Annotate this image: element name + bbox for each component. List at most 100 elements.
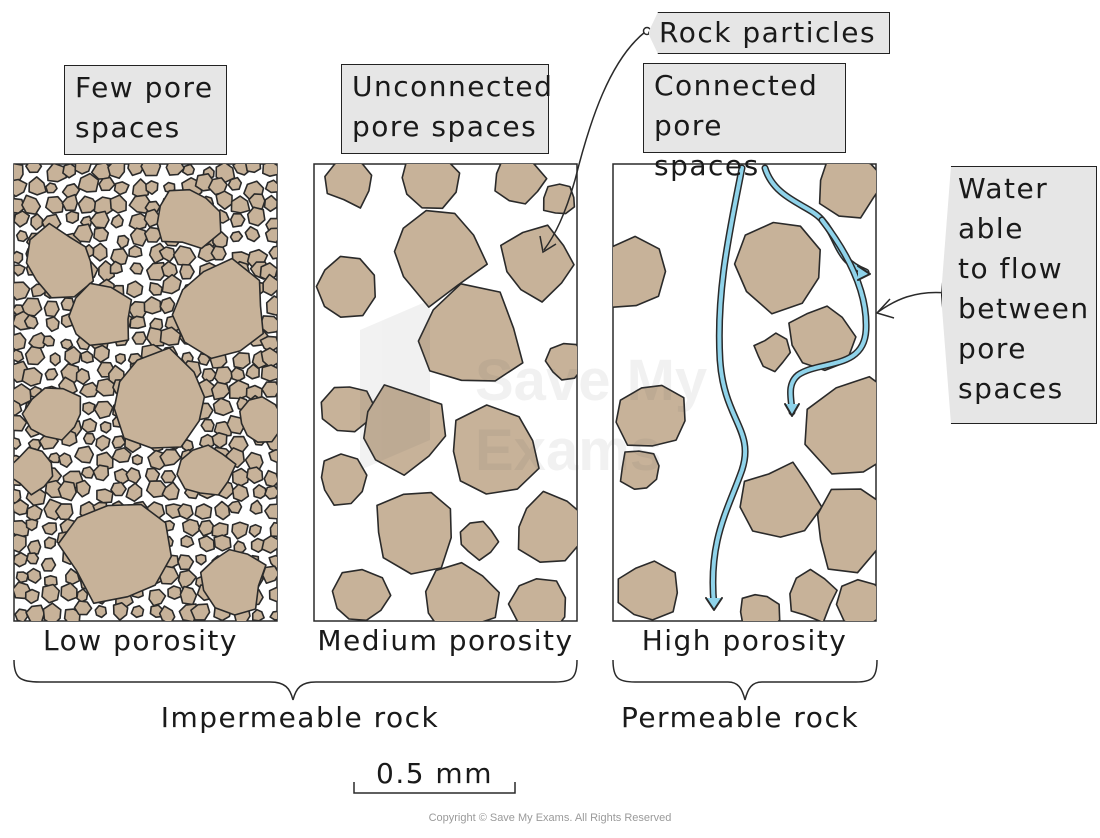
rock-particle xyxy=(789,568,838,621)
rock-particle xyxy=(14,250,24,265)
rock-particle xyxy=(111,435,127,449)
rock-particle xyxy=(14,608,29,621)
label-impermeable-rock: Impermeable rock xyxy=(160,701,440,734)
rock-particle xyxy=(230,366,246,382)
rock-particle xyxy=(363,384,447,476)
rock-particle xyxy=(229,213,246,228)
rock-particle xyxy=(231,521,249,540)
rock-particle xyxy=(93,344,110,364)
rock-particle xyxy=(82,432,96,445)
rock-particle xyxy=(111,447,132,464)
rock-particle xyxy=(268,449,277,464)
caption-low-porosity: Low porosity xyxy=(43,624,238,657)
rock-particle xyxy=(148,282,163,296)
rock-particle xyxy=(14,210,31,228)
rock-particle xyxy=(23,314,39,330)
brace-permeable xyxy=(612,659,878,701)
rock-particle xyxy=(14,332,27,351)
svg-text:Save My: Save My xyxy=(475,348,707,413)
rock-particle xyxy=(393,209,488,308)
rock-particle xyxy=(260,364,277,382)
rock-particle xyxy=(130,605,145,619)
rock-particle xyxy=(41,583,60,604)
rock-particle xyxy=(320,453,368,506)
rock-particle xyxy=(131,331,147,345)
rock-particle xyxy=(376,491,452,575)
rock-particle xyxy=(125,482,143,503)
rock-particle xyxy=(835,578,876,621)
rock-particle xyxy=(172,245,197,267)
rock-particle xyxy=(110,213,124,229)
rock-particle xyxy=(818,164,876,219)
rock-particle xyxy=(268,586,277,603)
rock-particle xyxy=(129,315,147,330)
rock-particle xyxy=(14,348,25,363)
rock-particle xyxy=(14,281,31,301)
rock-particle xyxy=(45,195,65,214)
rock-particle xyxy=(21,367,43,387)
rock-particle xyxy=(320,386,375,433)
rock-particle xyxy=(401,164,461,210)
rock-particle xyxy=(804,375,876,475)
rock-particle xyxy=(261,535,277,554)
rock-particle xyxy=(177,554,195,571)
rock-particle xyxy=(24,345,46,366)
rock-particle xyxy=(315,255,376,318)
rock-particle xyxy=(61,193,79,212)
rock-particle xyxy=(176,444,237,496)
rock-particle xyxy=(264,227,277,244)
rock-particle xyxy=(112,602,129,621)
rock-particle xyxy=(198,535,215,553)
scale-bar-label: 0.5 mm xyxy=(376,757,493,790)
rock-particle xyxy=(252,484,267,500)
rock-particle xyxy=(160,470,177,484)
rock-particle xyxy=(74,164,92,175)
watermark: Save My Exams xyxy=(360,300,707,483)
rock-particle xyxy=(140,164,162,177)
rock-particle xyxy=(98,176,116,192)
rock-particle xyxy=(733,221,821,315)
rock-particle xyxy=(180,534,195,548)
rock-particle xyxy=(251,608,265,621)
rock-particle xyxy=(14,437,22,450)
rock-particle xyxy=(14,446,54,496)
rock-particle xyxy=(211,432,228,449)
rock-particle xyxy=(80,466,96,479)
rock-particle xyxy=(109,260,123,275)
rock-particle xyxy=(113,347,206,449)
rock-particle xyxy=(82,401,96,416)
label-permeable-rock: Permeable rock xyxy=(620,701,860,734)
rock-particle xyxy=(128,244,143,258)
rock-particle xyxy=(417,283,524,382)
rock-particle xyxy=(816,488,876,574)
rock-particle xyxy=(231,483,250,502)
rock-particle xyxy=(268,245,277,260)
rock-particle xyxy=(109,194,127,214)
rock-particle xyxy=(165,164,186,176)
svg-text:Exams: Exams xyxy=(475,418,662,483)
rock-particle xyxy=(517,490,577,563)
rock-particle xyxy=(81,417,98,434)
rock-particle xyxy=(324,164,373,209)
rock-particle xyxy=(459,520,500,562)
rock-particle xyxy=(15,229,29,243)
rock-particle xyxy=(161,481,180,501)
rock-particle xyxy=(263,194,277,213)
rock-particle xyxy=(92,242,108,262)
rock-particle xyxy=(615,384,686,447)
rock-particle xyxy=(65,568,81,585)
rock-particle xyxy=(129,262,144,275)
rock-particle xyxy=(239,396,277,443)
rock-particle xyxy=(246,466,264,485)
rock-particle xyxy=(248,523,262,538)
rock-particle xyxy=(21,297,43,317)
rock-particle xyxy=(57,503,173,605)
rock-particle xyxy=(244,225,261,243)
rock-particle xyxy=(160,260,178,279)
rock-particle xyxy=(60,582,78,602)
rock-particle xyxy=(42,602,62,621)
rock-particle xyxy=(45,182,58,194)
rock-particle xyxy=(131,178,149,199)
rock-particle xyxy=(93,226,110,243)
